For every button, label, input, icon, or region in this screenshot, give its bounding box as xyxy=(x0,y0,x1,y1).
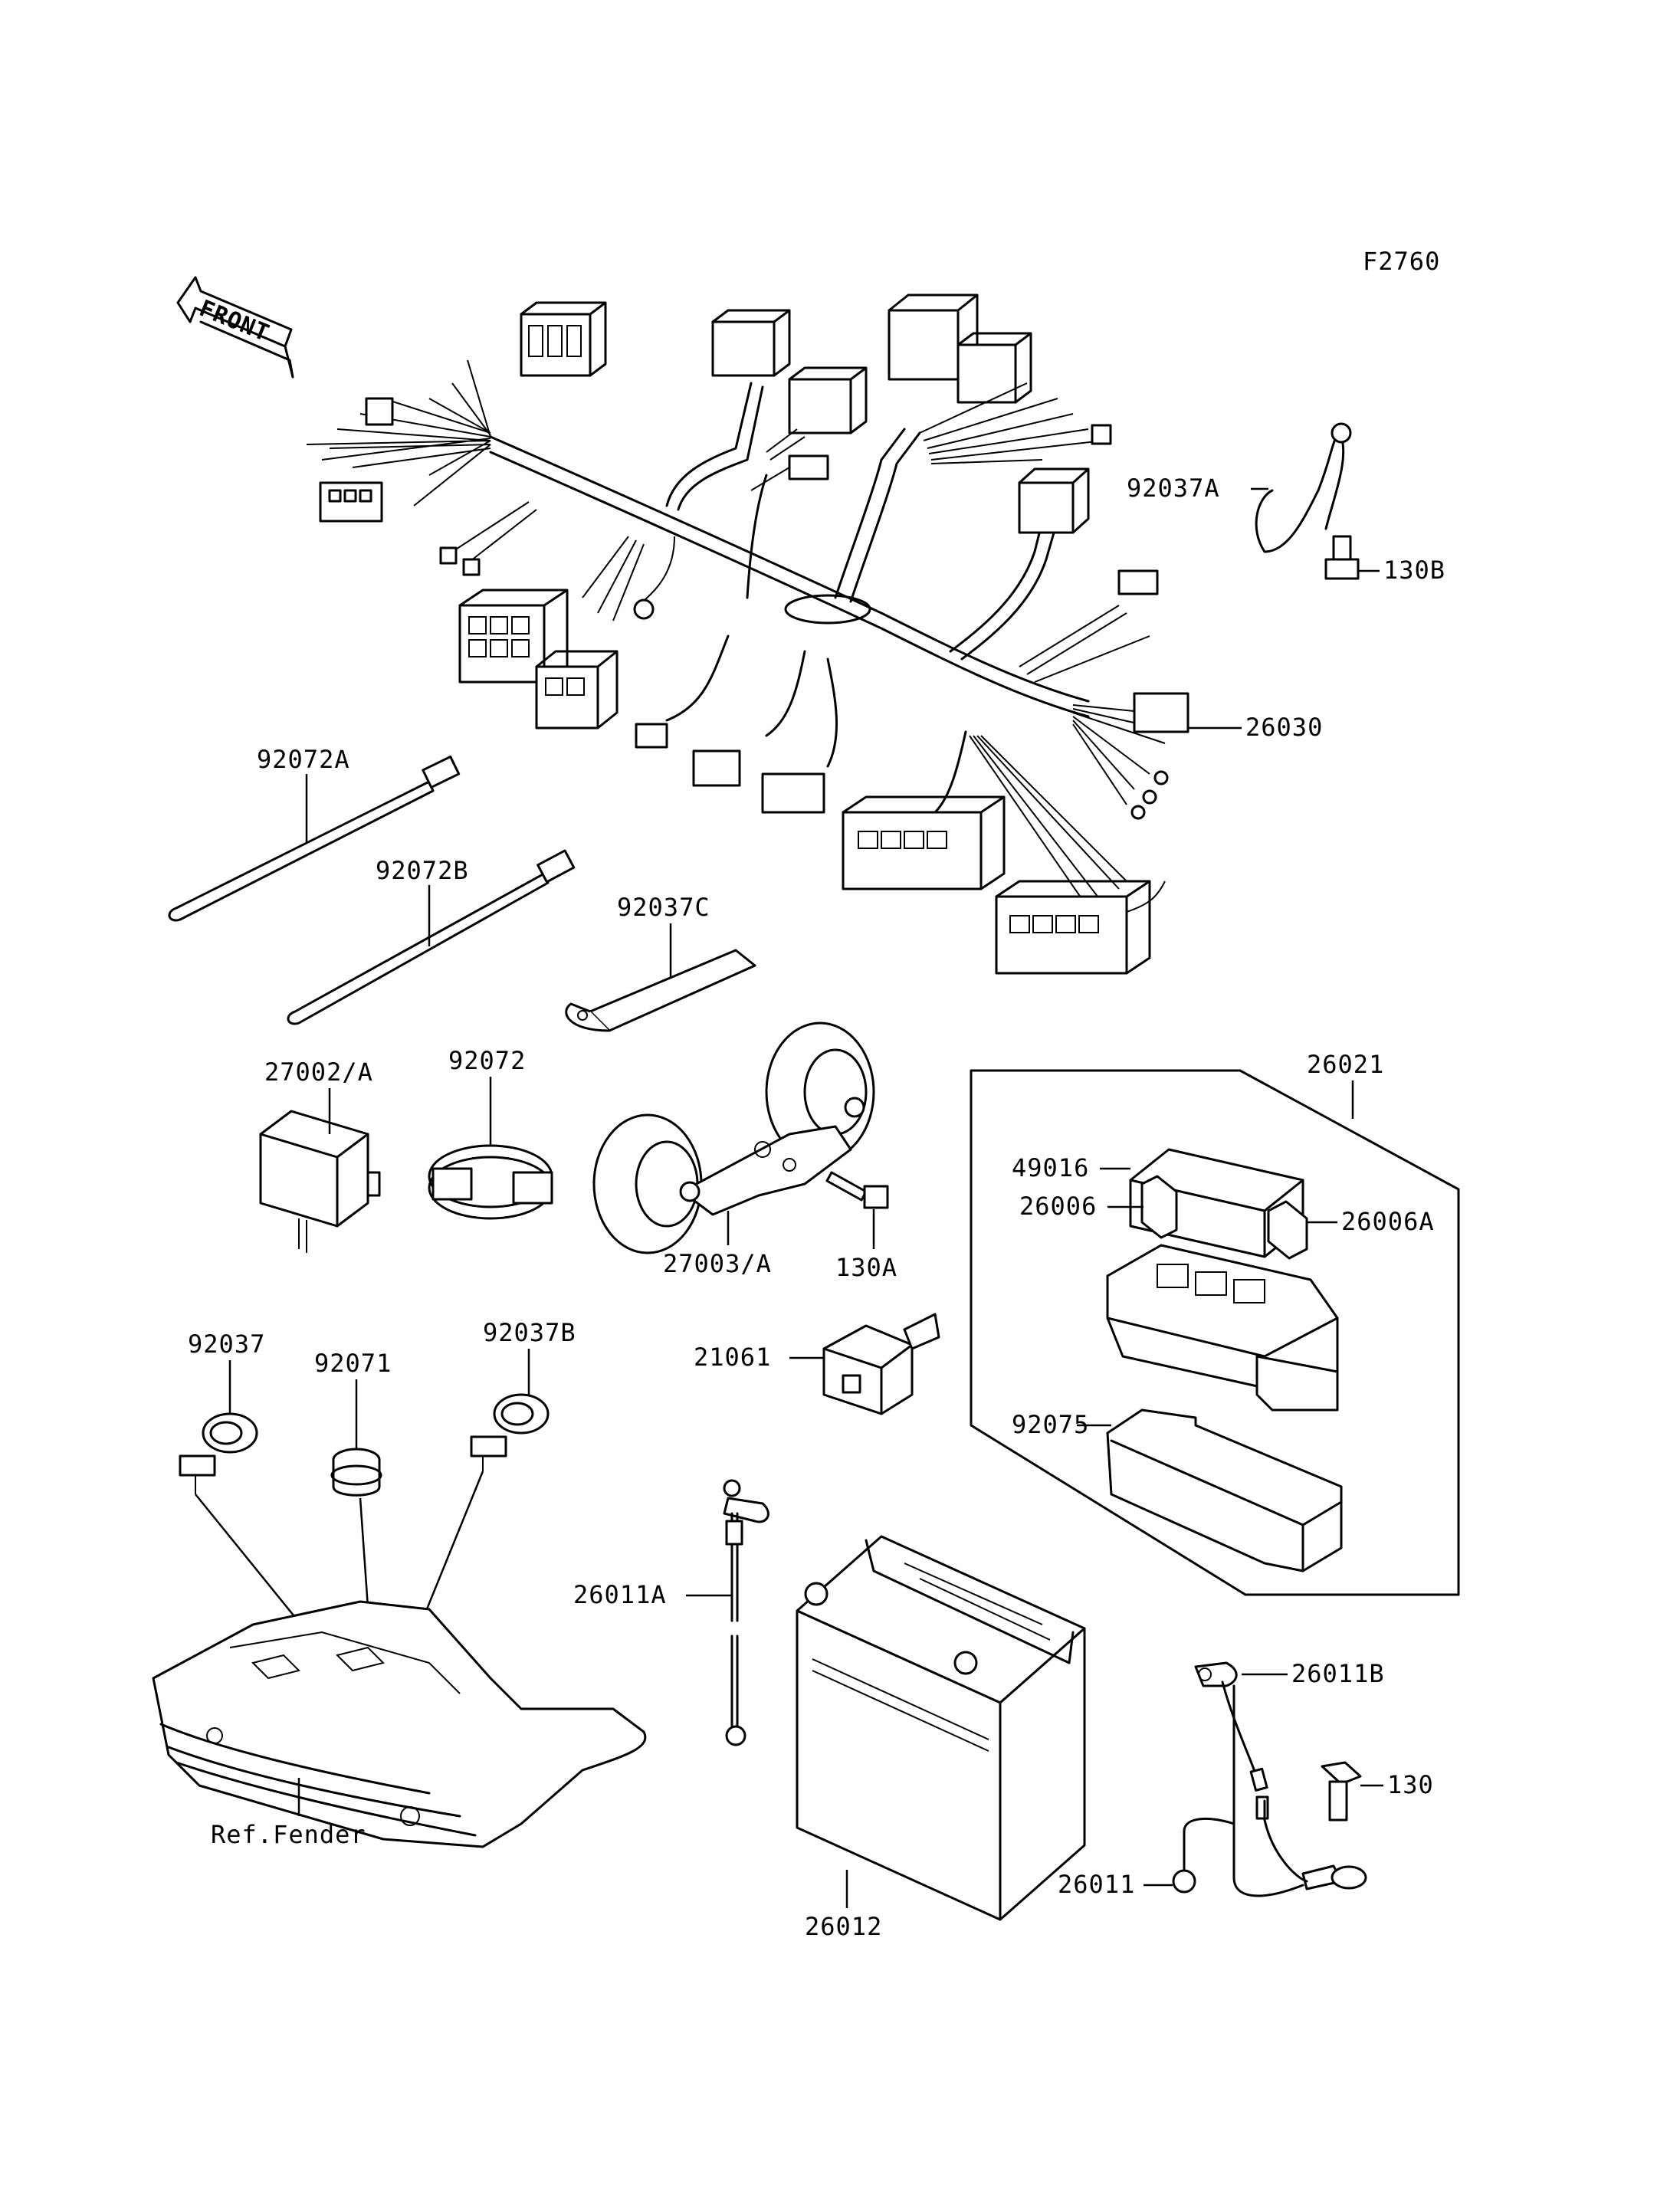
battery-26012 xyxy=(796,1535,1086,1921)
cable-tie-92072A xyxy=(168,755,461,922)
label-27002A: 27002/A xyxy=(264,1058,373,1087)
front-arrow-icon: FRONT xyxy=(176,276,294,379)
fender-reference xyxy=(152,1600,647,1848)
label-92075: 92075 xyxy=(1012,1410,1089,1439)
label-92072A: 92072A xyxy=(257,745,350,774)
fuse-26006A xyxy=(1267,1200,1308,1260)
label-130A: 130A xyxy=(835,1253,897,1282)
label-92071: 92071 xyxy=(314,1349,392,1378)
plate-92037C xyxy=(565,949,756,1032)
fusebox-body xyxy=(1106,1244,1339,1412)
main-harness xyxy=(306,293,1189,975)
clamp-92037B xyxy=(470,1393,550,1471)
label-130B: 130B xyxy=(1383,556,1445,585)
relay-27002A xyxy=(259,1110,381,1253)
bolt-130 xyxy=(1321,1761,1362,1822)
label-49016: 49016 xyxy=(1012,1153,1089,1182)
label-21061: 21061 xyxy=(694,1343,771,1372)
cable-26011 xyxy=(1172,1795,1367,1894)
label-26030: 26030 xyxy=(1245,713,1323,742)
band-92072 xyxy=(428,1144,553,1220)
label-26011B: 26011B xyxy=(1291,1659,1385,1688)
horn-27003A xyxy=(592,1021,875,1254)
label-92037B: 92037B xyxy=(483,1318,576,1347)
label-26006A: 26006A xyxy=(1341,1207,1435,1236)
label-26011A: 26011A xyxy=(573,1580,667,1609)
label-92037C: 92037C xyxy=(617,893,710,922)
bolt-130A xyxy=(825,1171,889,1209)
tray-92075 xyxy=(1106,1408,1343,1572)
label-26021: 26021 xyxy=(1307,1050,1384,1079)
fusebox-group-26021 xyxy=(970,1069,1460,1596)
label-92037A: 92037A xyxy=(1127,474,1220,503)
cable-tie-92072B xyxy=(287,849,576,1025)
part-21061 xyxy=(822,1313,940,1415)
label-92037: 92037 xyxy=(188,1330,265,1359)
label-ref-fender: Ref.Fender xyxy=(211,1820,366,1849)
clamp-92037 xyxy=(179,1412,258,1494)
part-92037A xyxy=(1255,422,1352,553)
label-26006: 26006 xyxy=(1019,1192,1097,1221)
cable-26011B xyxy=(1194,1661,1304,1897)
grommet-92071 xyxy=(330,1448,382,1497)
label-26011: 26011 xyxy=(1058,1870,1135,1899)
label-92072: 92072 xyxy=(448,1046,526,1075)
label-26012: 26012 xyxy=(805,1912,882,1941)
fuse-26006 xyxy=(1140,1175,1178,1239)
bolt-130B xyxy=(1324,535,1360,580)
figure-code: F2760 xyxy=(1363,247,1440,276)
cable-26011A xyxy=(723,1479,769,1746)
label-92072B: 92072B xyxy=(376,856,469,885)
label-27003A: 27003/A xyxy=(663,1249,772,1278)
label-130: 130 xyxy=(1387,1770,1434,1799)
